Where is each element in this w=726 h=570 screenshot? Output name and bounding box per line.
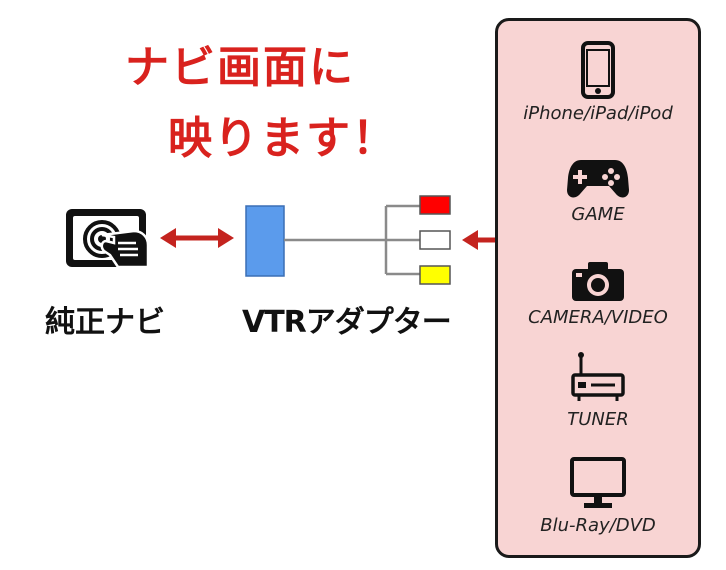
- bidirectional-arrow-left: [160, 228, 234, 248]
- vtr-adapter-diagram: [245, 195, 451, 285]
- device-bluray: Blu-Ray/DVD: [498, 457, 698, 536]
- device-tuner: TUNER: [498, 351, 698, 430]
- red-plug: [419, 195, 451, 215]
- device-label-bluray: Blu-Ray/DVD: [540, 515, 656, 536]
- device-label-game: GAME: [571, 204, 625, 225]
- gamepad-icon: [567, 160, 629, 198]
- white-plug: [419, 230, 451, 250]
- monitor-icon: [570, 457, 626, 508]
- adapter-body: [245, 205, 285, 277]
- device-camera: CAMERA/VIDEO: [498, 259, 698, 328]
- tuner-icon: [571, 352, 625, 401]
- camera-icon: [572, 262, 624, 301]
- headline-line-2: 映ります！: [168, 113, 398, 164]
- device-label-camera: CAMERA/VIDEO: [528, 307, 668, 328]
- arrow-left-shape: [160, 228, 234, 248]
- smartphone-icon: [581, 41, 615, 99]
- device-label-tuner: TUNER: [567, 409, 629, 430]
- device-label-iphone: iPhone/iPad/iPod: [523, 103, 673, 124]
- device-iphone: iPhone/iPad/iPod: [498, 41, 698, 124]
- touch-screen-icon: [66, 209, 150, 269]
- device-panel: iPhone/iPad/iPod GAME CAMERA/VIDEO: [495, 18, 701, 558]
- navi-label: 純正ナビ: [45, 305, 165, 340]
- adapter-label: VTRアダプター: [242, 305, 452, 340]
- headline-line-1: ナビ画面に: [125, 42, 355, 93]
- device-game: GAME: [498, 156, 698, 225]
- yellow-plug: [419, 265, 451, 285]
